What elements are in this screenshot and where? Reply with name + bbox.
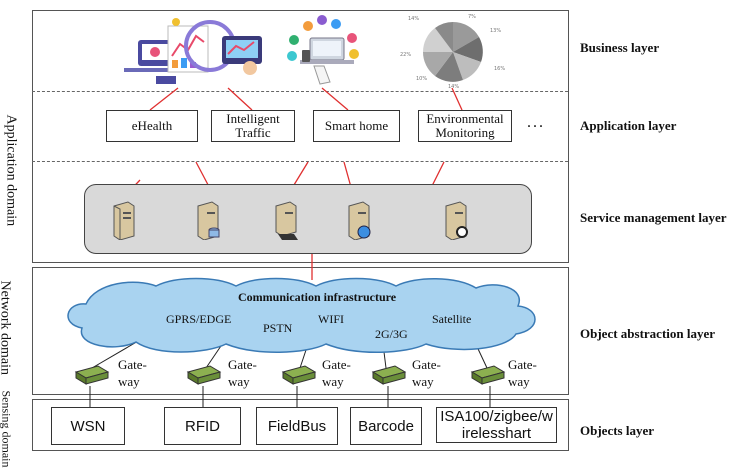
object-fieldbus: FieldBus	[256, 407, 338, 445]
app-environmental-monitoring: Environmental Monitoring	[418, 110, 512, 142]
object-rfid: RFID	[164, 407, 241, 445]
network-2g-3g: 2G/3G	[375, 327, 408, 341]
health-dashboard-icon	[124, 18, 262, 84]
gateway-icon	[470, 365, 506, 385]
network-wifi: WIFI	[318, 312, 344, 326]
gateway-label: Gate-way	[412, 357, 441, 389]
gateway-icon	[186, 365, 222, 385]
svg-text:14%: 14%	[408, 16, 419, 22]
gateway-label: Gate-way	[228, 357, 257, 389]
svg-text:14%: 14%	[448, 84, 459, 90]
smart-devices-icon	[287, 15, 359, 85]
object-isa100-zigbee-wirelesshart: ISA100/zigbee/wirelesshart	[436, 407, 557, 443]
server-globe-icon	[348, 201, 371, 240]
business-layer-label: Business layer	[580, 40, 660, 55]
server-icon	[113, 201, 135, 240]
gateway-label: Gate-way	[118, 357, 147, 389]
gateway-label: Gate-way	[322, 357, 351, 389]
svg-text:7%: 7%	[468, 14, 476, 20]
gateway-icon	[371, 365, 407, 385]
svg-text:22%: 22%	[400, 52, 411, 58]
gateway-icon	[74, 365, 110, 385]
pie-chart-icon: 14% 7% 13% 16% 14% 22% 10%	[400, 14, 505, 90]
object-wsn: WSN	[51, 407, 125, 445]
gateway-label: Gate-way	[508, 357, 537, 389]
app-smart-home: Smart home	[313, 110, 400, 142]
app-ehealth: eHealth	[106, 110, 198, 142]
server-database-icon	[197, 201, 220, 240]
service-management-layer-label: Service management layer	[580, 210, 727, 225]
svg-text:13%: 13%	[490, 28, 501, 34]
application-service-separator	[32, 161, 568, 162]
business-application-separator	[32, 91, 568, 92]
objects-layer-label: Objects layer	[580, 423, 655, 438]
server-settings-icon	[445, 201, 468, 240]
communication-infrastructure-title: Communication infrastructure	[238, 290, 397, 304]
applications-more: ...	[527, 114, 545, 131]
server-terminal-icon	[275, 201, 298, 240]
gateway-icon	[281, 365, 317, 385]
application-layer-label: Application layer	[580, 118, 677, 133]
network-gprs-edge: GPRS/EDGE	[166, 312, 232, 326]
object-abstraction-layer-label: Object abstraction layer	[580, 326, 716, 341]
communication-cloud	[67, 277, 536, 353]
app-intelligent-traffic: Intelligent Traffic	[211, 110, 295, 142]
object-barcode: Barcode	[350, 407, 422, 445]
svg-text:16%: 16%	[494, 66, 505, 72]
network-pstn: PSTN	[263, 321, 293, 335]
network-satellite: Satellite	[432, 312, 472, 326]
svg-text:10%: 10%	[416, 76, 427, 82]
